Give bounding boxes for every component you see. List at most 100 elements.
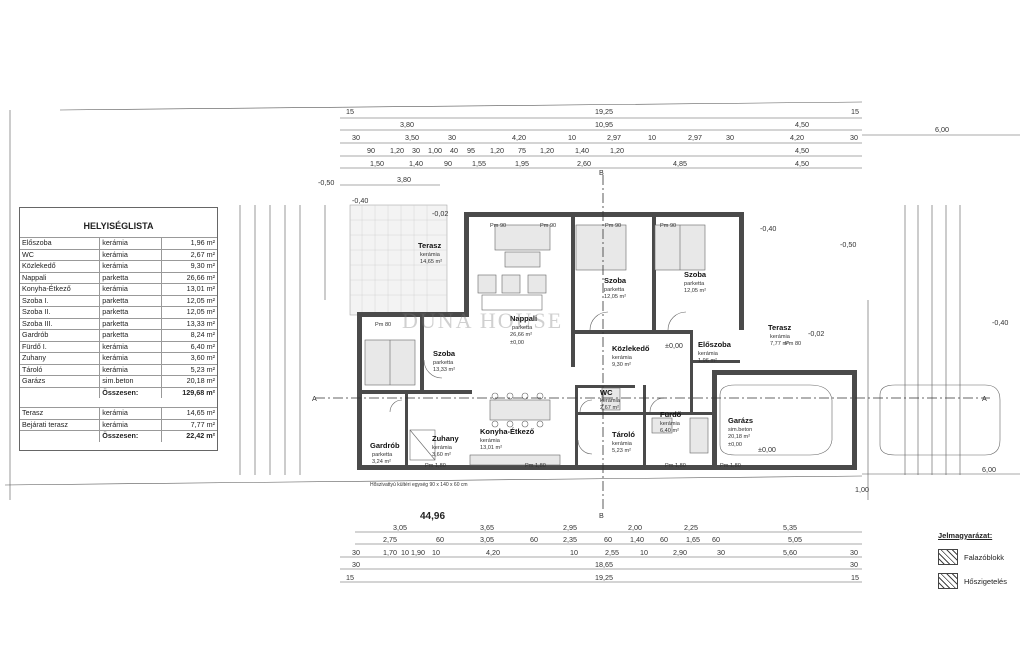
room-name: Közlekedő bbox=[20, 260, 100, 272]
total-row: Összesen:129,68 m² bbox=[20, 386, 217, 398]
pm-label: Pm 1,80 bbox=[425, 463, 446, 469]
room-sub: kerámia bbox=[698, 351, 719, 357]
room-area: 2,67 m² bbox=[160, 248, 217, 261]
room-area: 3,24 m² bbox=[372, 459, 391, 465]
room-name: Gardrób bbox=[20, 329, 100, 341]
room-sub: sim.beton bbox=[728, 427, 752, 433]
dim-label: 2,90 bbox=[673, 548, 687, 557]
room-list-title: HELYISÉGLISTA bbox=[83, 221, 154, 231]
room-area: 14,65 m² bbox=[160, 407, 217, 419]
room-name: Terasz bbox=[20, 407, 100, 419]
dim-label: 4,50 bbox=[795, 120, 809, 129]
dim-label: 1,20 bbox=[540, 146, 554, 155]
dim-label: 19,25 bbox=[595, 107, 613, 116]
dim-label: 4,20 bbox=[486, 548, 500, 557]
legend-label: Falazóblokk bbox=[964, 552, 1005, 562]
level-label: -0,40 bbox=[352, 196, 368, 205]
legend-item: Falazóblokk bbox=[938, 548, 1020, 566]
room-name: Szoba I. bbox=[20, 294, 100, 307]
room-area: 14,65 m² bbox=[420, 259, 442, 265]
room-material: kerámia bbox=[99, 407, 162, 419]
hatch-swatch-icon bbox=[938, 549, 958, 565]
right-dim-side: 1,00 bbox=[855, 485, 869, 494]
room-name: Szoba bbox=[684, 270, 707, 279]
room-sub: kerámia bbox=[612, 355, 633, 361]
dim-label: 2,97 bbox=[688, 133, 702, 142]
room-name: Garázs bbox=[728, 416, 753, 425]
terrace-left bbox=[349, 204, 448, 316]
room-area: 6,40 m² bbox=[660, 428, 679, 434]
room-area: 3,60 m² bbox=[432, 452, 451, 458]
dim-label: 3,80 bbox=[397, 175, 411, 184]
dim-label: 3,65 bbox=[480, 523, 494, 532]
total-label: Összesen: bbox=[99, 386, 162, 398]
top-dimension-lines bbox=[4, 101, 1020, 486]
room-area: 20,18 m² bbox=[160, 375, 217, 387]
room-name: Terasz bbox=[418, 241, 441, 250]
section-mark-b-bottom: B bbox=[599, 511, 604, 520]
dim-label: 1,20 bbox=[610, 146, 624, 155]
dim-label: 2,55 bbox=[605, 548, 619, 557]
dim-label: 30 bbox=[717, 548, 725, 557]
dim-label: 60 bbox=[530, 535, 538, 544]
legend-title: Jelmagyarázat: bbox=[938, 531, 993, 540]
dim-label: 1,95 bbox=[515, 159, 529, 168]
bottom-dimension-lines bbox=[340, 531, 862, 583]
dim-label: 60 bbox=[604, 535, 612, 544]
room-area: 13,33 m² bbox=[160, 317, 217, 330]
dim-label: 15 bbox=[346, 573, 354, 582]
pm-label: Pm 90 bbox=[490, 223, 506, 229]
dim-label: 15 bbox=[851, 107, 859, 116]
room-sub: kerámia bbox=[770, 334, 791, 340]
level-label: -0,02 bbox=[808, 329, 824, 338]
room-material: kerámia bbox=[99, 248, 162, 261]
dim-label: 30 bbox=[352, 560, 360, 569]
dim-label: 2,35 bbox=[563, 535, 577, 544]
room-name: Bejárati terasz bbox=[20, 418, 100, 431]
room-name: Fürdő I. bbox=[20, 340, 100, 353]
room-name: Szoba II. bbox=[20, 306, 100, 318]
room-name: Szoba bbox=[604, 276, 627, 285]
legend: Jelmagyarázat: Falazóblokk Hőszigetelés bbox=[938, 531, 1020, 596]
level-label: ±0,00 bbox=[665, 341, 683, 350]
dim-label: 30 bbox=[448, 133, 456, 142]
right-dimension-lines bbox=[867, 205, 961, 500]
room-material: kerámia bbox=[99, 260, 162, 272]
room-material: kerámia bbox=[99, 237, 162, 249]
dim-label: 3,05 bbox=[393, 523, 407, 532]
dim-label: 15 bbox=[346, 107, 354, 116]
dim-label: 1,40 bbox=[630, 535, 644, 544]
legend-label: Hőszigetelés bbox=[964, 576, 1007, 586]
level-label: -0,40 bbox=[760, 224, 776, 233]
crosshatch-swatch-icon bbox=[938, 573, 958, 589]
room-material: parketta bbox=[99, 271, 162, 284]
dim-label: 4,20 bbox=[512, 133, 526, 142]
right-dim-bottom: 6,00 bbox=[982, 465, 996, 474]
dim-label: 5,05 bbox=[788, 535, 802, 544]
room-sub: kerámia bbox=[600, 398, 621, 404]
room-area: 13,01 m² bbox=[160, 283, 217, 295]
dim-label: 1,90 bbox=[411, 548, 425, 557]
room-name: Előszoba bbox=[698, 340, 732, 349]
room-name: Tároló bbox=[612, 430, 635, 439]
room-name: Előszoba bbox=[20, 237, 100, 249]
dim-label: 4,50 bbox=[795, 146, 809, 155]
room-name: Tároló bbox=[20, 363, 100, 376]
room-name: Gardrób bbox=[370, 441, 400, 450]
dim-label: 30 bbox=[412, 146, 420, 155]
dim-label: 4,85 bbox=[673, 159, 687, 168]
room-name: WC bbox=[600, 388, 613, 397]
dim-label: 10 bbox=[648, 133, 656, 142]
room-area: 13,01 m² bbox=[480, 445, 502, 451]
